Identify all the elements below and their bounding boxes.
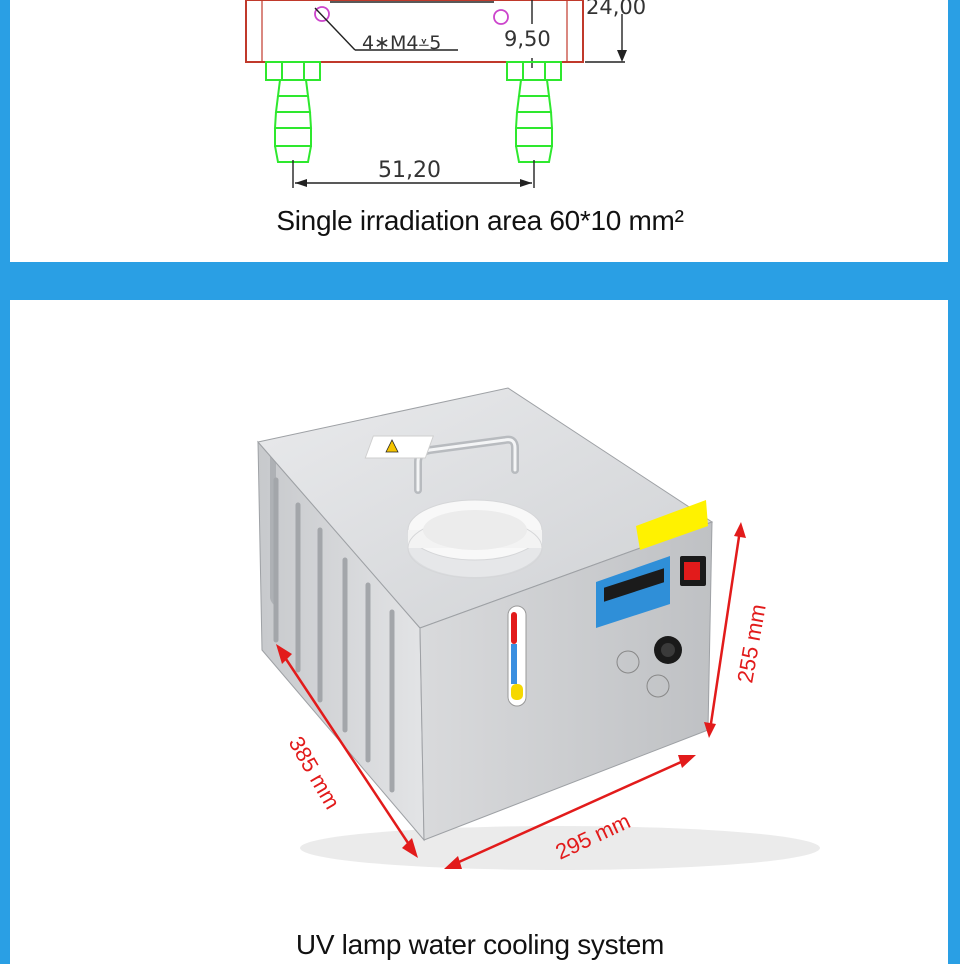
- dimension-arrow-length: [276, 644, 418, 858]
- lamp-housing-outline: [245, 0, 584, 63]
- drawing-caption: Single irradiation area 60*10 mm²: [276, 205, 684, 236]
- water-fitting-left: [265, 61, 321, 163]
- product-caption: UV lamp water cooling system: [295, 929, 665, 960]
- dim-pitch-label: 51,20: [378, 158, 441, 183]
- dimension-arrow-height: [704, 522, 746, 738]
- drawing-panel: [10, 0, 948, 262]
- warning-label: [636, 500, 708, 550]
- hole-note-label: 4∗M4⩡5: [362, 32, 441, 54]
- technical-drawing: 4∗M4⩡5 9,50 24,00 51,20: [245, 0, 646, 188]
- dimension-arrow-width: [444, 755, 696, 869]
- dim-offset-label: 9,50: [504, 27, 551, 51]
- mounting-hole: [314, 6, 330, 22]
- dim-length-label: 385 mm: [284, 732, 345, 813]
- dim-height-label-photo: 255 mm: [732, 602, 770, 685]
- dim-height-label: 24,00: [586, 0, 646, 19]
- water-fitting-right: [506, 61, 562, 163]
- cooling-unit-illustration: 385 mm 295 mm 255 mm: [257, 387, 820, 870]
- mounting-hole: [493, 9, 509, 25]
